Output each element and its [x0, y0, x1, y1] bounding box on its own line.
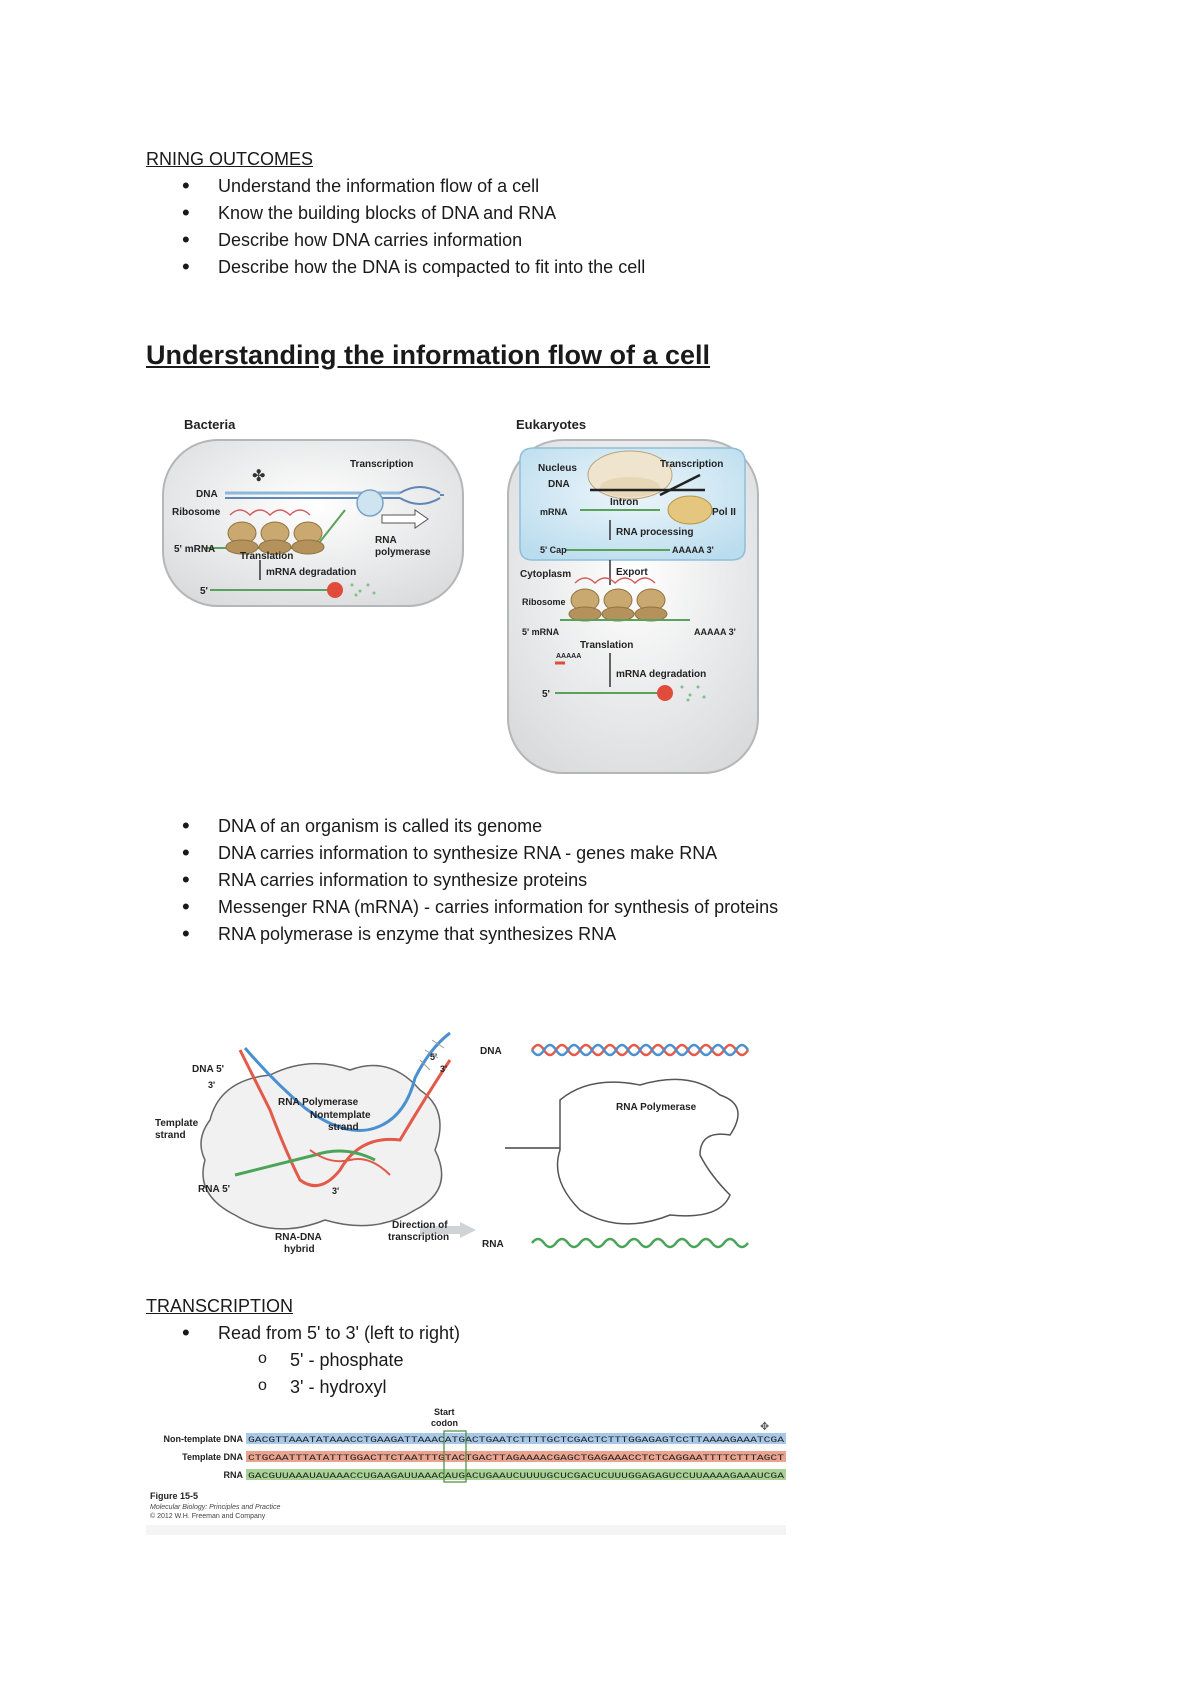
list-item: Messenger RNA (mRNA) - carries informati…	[182, 893, 778, 921]
label-rna: RNA	[482, 1239, 504, 1250]
facts-list: DNA of an organism is called its genome …	[182, 812, 778, 948]
label-direction: transcription	[388, 1232, 449, 1243]
label-rna-polymerase: RNA Polymerase	[278, 1097, 359, 1108]
list-item: 3' - hydroxyl	[258, 1372, 404, 1401]
label-template-strand: Template	[155, 1118, 199, 1129]
ribosome-group-bacteria	[225, 509, 325, 555]
label-translation: Translation	[580, 640, 633, 651]
label-template-strand: strand	[155, 1130, 186, 1141]
label-pol-ii: Pol II	[712, 507, 736, 518]
label-dna: DNA	[480, 1046, 502, 1057]
label-start-codon: Start	[434, 1407, 455, 1417]
label-ribosome: Ribosome	[172, 507, 221, 518]
label-five-prime: 5'	[200, 586, 208, 597]
rna-polymerase-shape	[356, 489, 384, 517]
label-3prime: 3'	[332, 1186, 339, 1196]
svg-text:✤: ✤	[252, 468, 265, 485]
transcription-bubble-figure: DNA 5' 3' 5' 3' Template strand RNA Poly…	[155, 1031, 750, 1255]
sequence-text: GACGUUAAAUAUAAACCUGAAGAUUAAACAUGACUGAAUC…	[248, 1472, 784, 1481]
label-aaaaa: AAAAA	[556, 653, 581, 660]
rna-polymerase-blob	[200, 1062, 443, 1230]
label-dna: DNA	[196, 489, 218, 500]
label-rna-dna-hybrid: hybrid	[284, 1244, 315, 1255]
label-cap: 5' Cap	[540, 545, 567, 555]
list-item: DNA of an organism is called its genome	[182, 812, 778, 840]
row-label: Non-template DNA	[163, 1434, 243, 1444]
label-rna-polymerase: RNA Polymerase	[616, 1102, 697, 1113]
figure-caption: © 2012 W.H. Freeman and Company	[150, 1512, 266, 1520]
nucleus-shape	[519, 447, 746, 561]
label-3prime: 3'	[440, 1064, 447, 1074]
sequence-row: Template DNA CTGCAATTTATATTTGGACTTCTAATT…	[182, 1451, 786, 1463]
start-codon-highlight	[443, 1430, 467, 1483]
label-mrna-degradation: mRNA degradation	[266, 567, 356, 578]
list-item: DNA carries information to synthesize RN…	[182, 839, 778, 867]
label-poly-a: AAAAA 3'	[694, 627, 736, 637]
list-item: Describe how the DNA is compacted to fit…	[182, 253, 645, 281]
label-nontemplate-strand: strand	[328, 1122, 359, 1133]
label-mrna: 5' mRNA	[522, 627, 560, 637]
label-nontemplate-strand: Nontemplate	[310, 1110, 371, 1121]
figure-caption: Molecular Biology: Principles and Practi…	[150, 1504, 280, 1511]
label-nucleus: Nucleus	[538, 463, 577, 474]
transcription-heading: TRANSCRIPTION	[146, 1296, 294, 1316]
row-label: RNA	[224, 1470, 244, 1480]
outcomes-list: Understand the information flow of a cel…	[182, 172, 645, 281]
label-export: Export	[616, 567, 648, 578]
figure-caption-title: Figure 15-5	[150, 1491, 198, 1501]
label-translation: Translation	[240, 551, 293, 562]
label-5prime: 5'	[430, 1052, 437, 1062]
label-mrna-degradation: mRNA degradation	[616, 669, 706, 680]
sequence-row: RNA GACGUUAAAUAUAAACCUGAAGAUUAAACAUGACUG…	[224, 1469, 786, 1481]
label-transcription: Transcription	[350, 459, 413, 470]
sequence-figure: Start codon ✥ Non-template DNA GACGTTAAA…	[146, 1405, 786, 1535]
bacteria-title: Bacteria	[184, 417, 236, 432]
label-poly-a: AAAAA 3'	[672, 545, 714, 555]
label-mrna: mRNA	[540, 507, 568, 517]
sequence-text: GACGTTAAATATAAACCTGAAGATTAAACATGACTGAATC…	[248, 1436, 784, 1445]
list-item: Know the building blocks of DNA and RNA	[182, 199, 645, 227]
label-rna-dna-hybrid: RNA-DNA	[275, 1232, 322, 1243]
label-mrna: 5' mRNA	[174, 544, 215, 555]
label-rna-polymerase: polymerase	[375, 547, 431, 558]
list-item: Describe how DNA carries information	[182, 226, 645, 254]
sequence-row: Non-template DNA GACGTTAAATATAAACCTGAAGA…	[163, 1433, 786, 1445]
rna-polymerase-blob	[556, 1078, 739, 1225]
information-flow-figure: Bacteria ✤ Transcription DNA Ribosome 5'…	[162, 417, 759, 774]
label-five-prime: 5'	[542, 689, 550, 700]
transcription-list: Read from 5' to 3' (left to right)	[182, 1319, 460, 1347]
label-dna: DNA	[548, 479, 570, 490]
label-intron: Intron	[610, 497, 638, 508]
section-title: Understanding the information flow of a …	[146, 340, 711, 370]
list-item: 5' - phosphate	[258, 1345, 403, 1374]
row-label: Template DNA	[182, 1452, 243, 1462]
label-start-codon: codon	[431, 1418, 458, 1428]
sequence-text: CTGCAATTTATATTTGGACTTCTAATTTGTACTGACTTAG…	[248, 1454, 784, 1463]
cursor-icon: ✥	[760, 1421, 769, 1433]
list-item: RNA carries information to synthesize pr…	[182, 866, 778, 894]
label-3prime: 3'	[208, 1080, 215, 1090]
label-rna-processing: RNA processing	[616, 527, 693, 538]
label-transcription: Transcription	[660, 459, 723, 470]
label-rna-5: RNA 5'	[198, 1184, 230, 1195]
label-direction: Direction of	[392, 1220, 448, 1231]
label-dna-5: DNA 5'	[192, 1064, 224, 1075]
label-cytoplasm: Cytoplasm	[520, 569, 571, 580]
label-ribosome: Ribosome	[522, 597, 566, 607]
outcomes-heading: RNING OUTCOMES	[146, 149, 314, 169]
transcription-sublist: 5' - phosphate 3' - hydroxyl	[258, 1345, 404, 1401]
list-item: Understand the information flow of a cel…	[182, 172, 645, 200]
label-rna-polymerase: RNA	[375, 535, 397, 546]
ribosome-group-eukaryote	[568, 577, 668, 622]
eukaryotes-title: Eukaryotes	[516, 417, 586, 432]
list-item: Read from 5' to 3' (left to right)	[182, 1319, 460, 1347]
list-item: RNA polymerase is enzyme that synthesize…	[182, 920, 778, 948]
